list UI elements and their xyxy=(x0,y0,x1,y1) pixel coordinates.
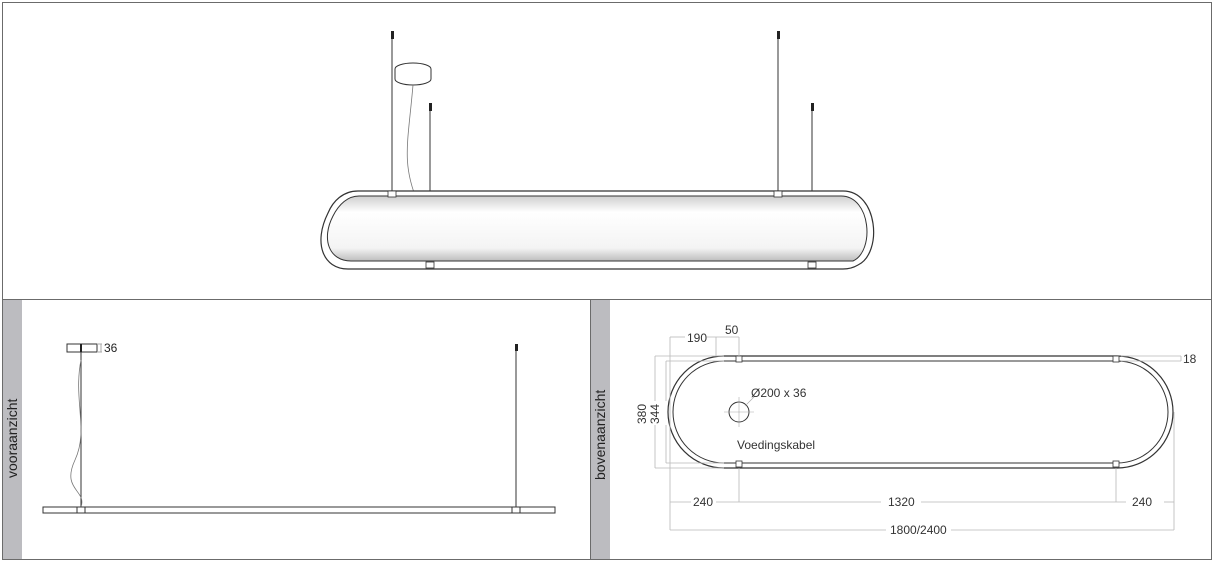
top-view-drawing xyxy=(654,336,1182,531)
dim-canopy: Ø200 x 36 xyxy=(751,386,807,400)
dim-profile-width: 18 xyxy=(1183,352,1197,366)
cable-label: Voedingskabel xyxy=(737,438,816,452)
dim-bracket-gap: 50 xyxy=(725,323,739,337)
dim-total-length: 1800/2400 xyxy=(890,523,947,537)
front-view-label-strip: vooraanzicht xyxy=(3,300,22,559)
dim-mid-segment: 1320 xyxy=(888,495,915,509)
dim-inner-height: 344 xyxy=(648,403,662,424)
front-view-drawing xyxy=(42,343,556,514)
dim-outer-height: 380 xyxy=(635,403,649,424)
front-view-panel: vooraanzicht 36 xyxy=(2,299,591,560)
perspective-panel xyxy=(2,2,1212,300)
top-view-label-strip: bovenaanzicht xyxy=(591,300,610,559)
top-view-panel: bovenaanzicht xyxy=(590,299,1212,560)
dim-right-segment: 240 xyxy=(1132,495,1153,509)
perspective-drawing xyxy=(320,31,875,270)
dim-left-segment: 240 xyxy=(693,495,714,509)
canopy-height-dimension: 36 xyxy=(104,341,118,355)
dim-end-offset: 190 xyxy=(687,331,708,345)
